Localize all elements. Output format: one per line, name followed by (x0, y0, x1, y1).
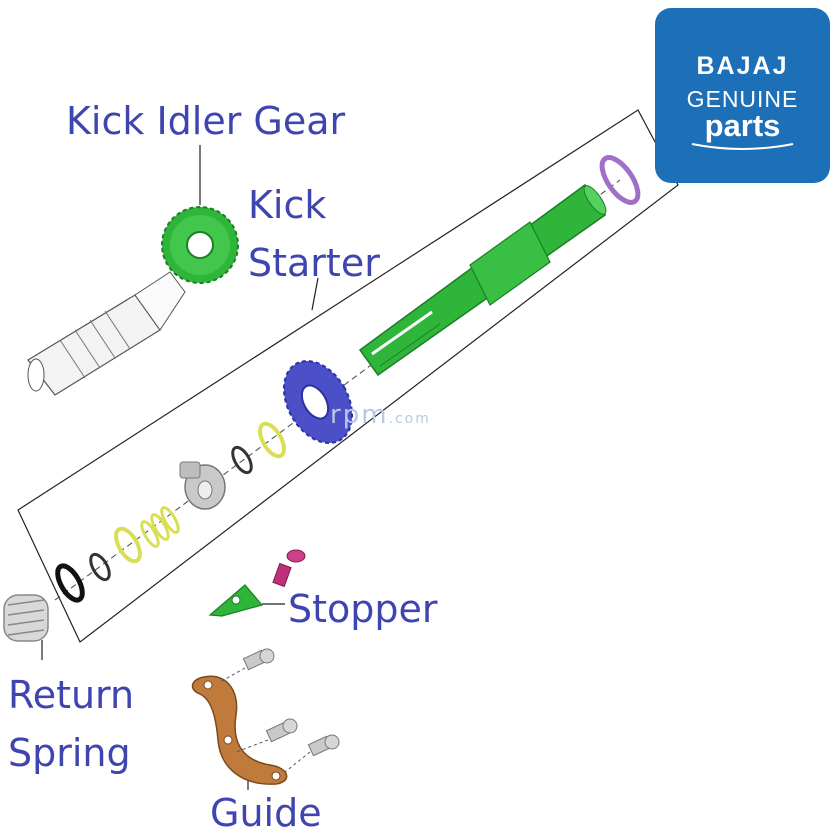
ratchet-spring (140, 506, 180, 548)
label-return-spring-line2: Spring (8, 731, 131, 775)
guide-bolt-2 (235, 718, 298, 753)
label-kick-starter-line2: Starter (248, 241, 380, 285)
label-guide: Guide (210, 791, 322, 835)
logo-smile-icon (691, 143, 794, 150)
kick-gear (282, 360, 354, 444)
kick-idler-gear (161, 206, 239, 284)
thrust-washer (599, 155, 641, 205)
return-spring (3, 594, 49, 642)
black-washer (55, 563, 85, 603)
logo-parts: parts (704, 108, 781, 143)
kick-starter-shaft (358, 183, 607, 377)
label-kick-idler-gear: Kick Idler Gear (66, 99, 346, 143)
guide-plate (191, 675, 288, 785)
watermark-suffix: .com (388, 411, 431, 427)
leader-kick-starter (311, 277, 319, 311)
spring-washer-1 (258, 421, 286, 459)
label-kick-starter-line1: Kick (248, 183, 327, 227)
guide-bolt-3 (284, 734, 340, 773)
assembly-outline-box (17, 109, 679, 643)
label-return-spring-line1: Return (8, 673, 135, 717)
guide-bolt-1 (219, 648, 275, 683)
bajaj-genuine-parts-logo: BAJAJ GENUINE parts (655, 8, 830, 183)
old-kick-spindle (27, 271, 186, 396)
stopper-plate (208, 584, 264, 617)
label-stopper: Stopper (288, 587, 438, 631)
stopper-bolt (272, 549, 306, 588)
watermark-main: rpm (330, 400, 389, 430)
spring-washer-2 (114, 526, 142, 564)
watermark: rpm.com (330, 400, 431, 430)
logo-brand: BAJAJ (696, 52, 789, 80)
logo-genuine: GENUINE (686, 86, 799, 112)
kick-ratchet (179, 461, 226, 510)
circlip-2 (89, 552, 111, 582)
circlip-1 (231, 445, 253, 475)
